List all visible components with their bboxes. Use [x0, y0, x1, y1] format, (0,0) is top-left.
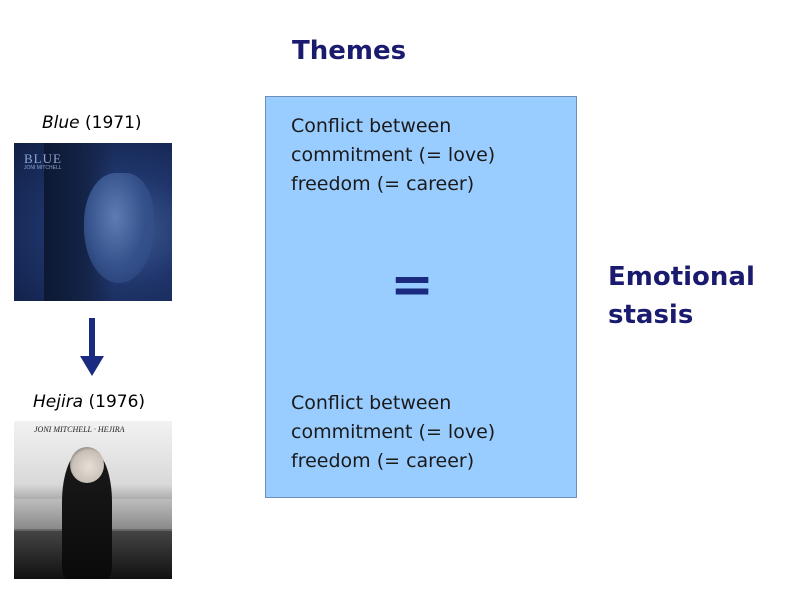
- cover-blue-title: BLUE: [24, 151, 62, 166]
- album-year-blue: (1971): [85, 113, 142, 133]
- cover-head-shape: [70, 447, 104, 483]
- cover-face-shape: [84, 173, 154, 283]
- cover-blue-artist: JONI MITCHELL: [24, 165, 62, 171]
- down-arrow-icon: [80, 318, 104, 376]
- theme-box: [265, 96, 577, 498]
- conflict-text-bottom: Conflict between commitment (= love) fre…: [291, 392, 496, 472]
- album-label-blue: Blue (1971): [42, 113, 142, 133]
- slide-title: Themes: [292, 36, 407, 66]
- equals-symbol: =: [392, 276, 432, 304]
- conflict-text-top: Conflict between commitment (= love) fre…: [291, 115, 496, 195]
- album-name-blue: Blue: [42, 113, 80, 133]
- album-name-hejira: Hejira: [33, 392, 84, 412]
- album-cover-hejira: JONI MITCHELL · HEJIRA: [14, 421, 172, 579]
- album-year-hejira: (1976): [88, 392, 146, 412]
- equals-sign: =: [392, 276, 432, 304]
- cover-hejira-title: JONI MITCHELL · HEJIRA: [34, 425, 125, 434]
- album-cover-blue: BLUE JONI MITCHELL: [14, 143, 172, 301]
- result-text: Emotional stasis: [608, 262, 755, 330]
- album-label-hejira: Hejira (1976): [33, 392, 145, 412]
